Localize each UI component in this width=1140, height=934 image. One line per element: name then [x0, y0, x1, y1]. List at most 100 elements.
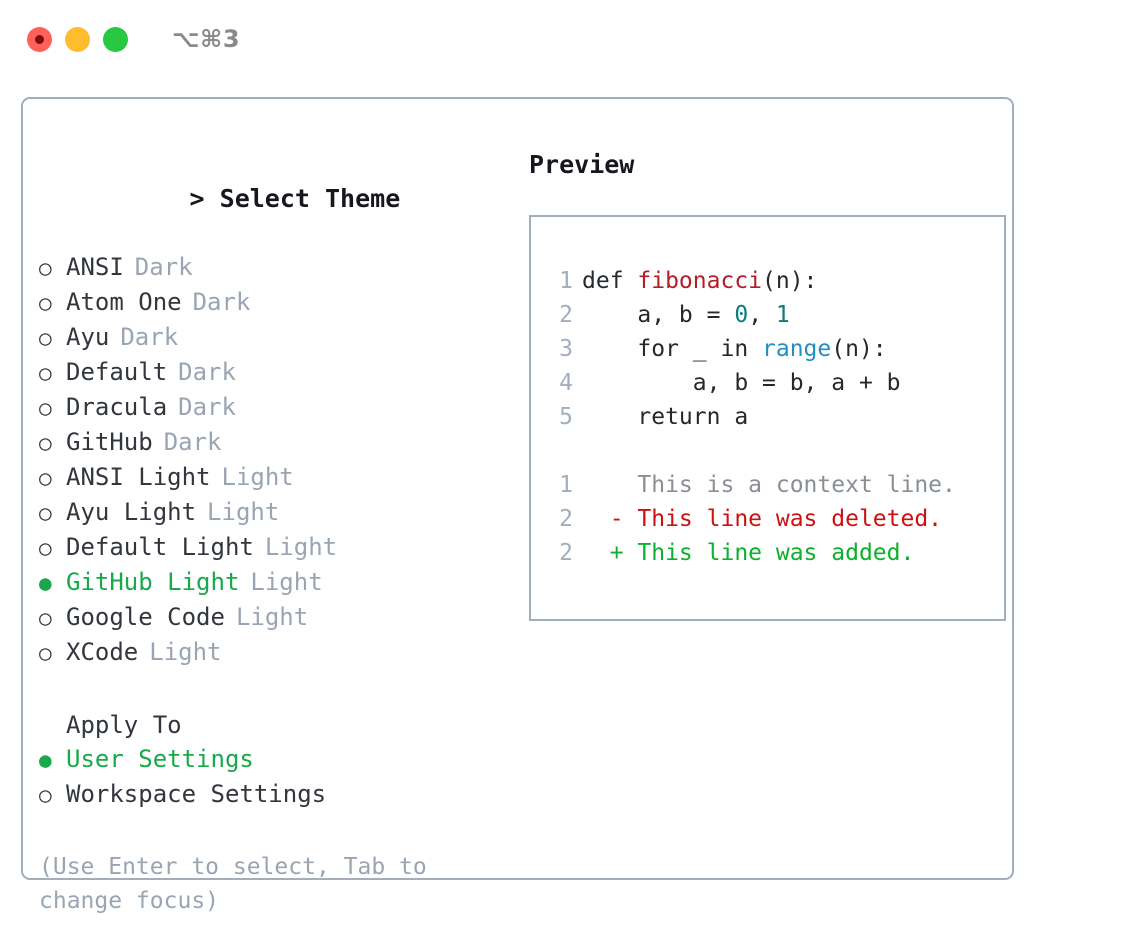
radio-unselected-icon: ○ [39, 641, 52, 665]
prompt-caret-icon: > [189, 184, 205, 213]
preview-heading: Preview [529, 150, 635, 179]
traffic-lights [27, 26, 128, 52]
radio-unselected-icon: ○ [39, 256, 52, 280]
code-token-plain: (n): [762, 268, 818, 294]
close-inner-dot [35, 34, 44, 44]
apply-to-option-user-settings[interactable]: ● User Settings [39, 742, 502, 777]
diff-line-number: 2 [559, 506, 573, 532]
theme-option-default[interactable]: ○ Default Dark [39, 355, 502, 390]
diff-line-text: This is a context line. [582, 472, 956, 498]
minimize-button[interactable] [65, 26, 90, 52]
apply-to-option-label: User Settings [66, 745, 254, 773]
close-button[interactable] [27, 26, 52, 52]
code-line: 3 for _ in range(n): [547, 332, 1004, 366]
theme-variant-tag: Dark [192, 288, 251, 316]
code-line: 4 a, b = b, a + b [547, 366, 1004, 400]
theme-option-label: Google Code [66, 603, 225, 631]
theme-variant-tag: Dark [178, 393, 236, 421]
theme-option-ayu[interactable]: ○ Ayu Dark [39, 320, 502, 355]
code-line: 1 def fibonacci(n): [547, 264, 1004, 298]
theme-option-dracula[interactable]: ○ Dracula Dark [39, 390, 502, 425]
theme-option-label: GitHub Light [66, 568, 240, 596]
code-token-plain: def [582, 268, 638, 294]
theme-option-label: Atom One [66, 288, 182, 316]
theme-variant-tag: Dark [163, 428, 222, 456]
apply-to-heading: Apply To [66, 711, 182, 739]
code-line: 2 a, b = 0, 1 [547, 298, 1004, 332]
code-token-plain: for _ in [582, 336, 763, 362]
theme-variant-tag: Light [207, 498, 280, 526]
diff-line-text: - This line was deleted. [582, 506, 943, 532]
diff-line-number: 1 [559, 472, 573, 498]
maximize-button[interactable] [103, 26, 128, 52]
theme-option-label: XCode [66, 638, 139, 666]
theme-option-github-light[interactable]: ● GitHub Light Light [39, 565, 502, 600]
diff-line-ctx: 1 This is a context line. [547, 468, 1004, 502]
radio-unselected-icon: ○ [39, 431, 52, 455]
code-token-plain: , [748, 302, 776, 328]
code-line-number: 2 [559, 302, 573, 328]
code-token-plain: (n): [831, 336, 887, 362]
code-line-number: 1 [559, 268, 573, 294]
theme-variant-tag: Light [235, 603, 309, 631]
theme-option-label: Dracula [66, 393, 168, 421]
radio-unselected-icon: ○ [39, 783, 52, 807]
diff-line-del: 2 - This line was deleted. [547, 502, 1004, 536]
theme-variant-tag: Dark [178, 358, 236, 386]
radio-unselected-icon: ○ [39, 326, 52, 350]
theme-option-xcode[interactable]: ○ XCode Light [39, 635, 502, 670]
apply-to-list[interactable]: ● User Settings ○ Workspace Settings [39, 742, 502, 812]
radio-selected-icon: ● [39, 748, 52, 772]
theme-option-ansi[interactable]: ○ ANSI Dark [39, 250, 502, 285]
theme-option-label: Default Light [66, 533, 254, 561]
apply-to-option-label: Workspace Settings [66, 780, 327, 808]
radio-unselected-icon: ○ [39, 361, 52, 385]
radio-unselected-icon: ○ [39, 501, 52, 525]
theme-option-label: Default [66, 358, 168, 386]
theme-option-atom-one[interactable]: ○ Atom One Dark [39, 285, 502, 320]
diff-line-text: + This line was added. [582, 540, 915, 566]
diff-line-add: 2 + This line was added. [547, 536, 1004, 570]
code-token-num: 0 [734, 302, 749, 328]
theme-variant-tag: Light [250, 568, 323, 596]
code-line-number: 5 [559, 404, 573, 430]
radio-unselected-icon: ○ [39, 291, 52, 315]
diff-line-number: 2 [559, 540, 573, 566]
keyboard-hint-text: (Use Enter to select, Tab to change focu… [39, 854, 427, 914]
title-bar: ⌥⌘3 [0, 0, 1140, 78]
theme-option-label: Ayu Light [66, 498, 197, 526]
code-line-number: 3 [559, 336, 573, 362]
theme-option-label: ANSI [66, 253, 124, 281]
theme-variant-tag: Light [264, 533, 338, 561]
code-line: 5 return a [547, 400, 1004, 434]
theme-variant-tag: Dark [120, 323, 179, 351]
code-diff-spacer [547, 434, 1004, 468]
theme-variant-tag: Light [149, 638, 222, 666]
theme-option-ayu-light[interactable]: ○ Ayu Light Light [39, 495, 502, 530]
theme-option-label: Ayu [66, 323, 110, 351]
code-token-num: 1 [775, 302, 790, 328]
diff-sample: 1 This is a context line.2 - This line w… [547, 468, 1004, 570]
keyboard-shortcut-label: ⌥⌘3 [172, 25, 241, 53]
select-theme-title: Select Theme [219, 184, 401, 213]
code-token-fn: fibonacci [637, 268, 763, 294]
code-token-plain: a, b = b, a + b [582, 370, 901, 396]
radio-selected-icon: ● [39, 571, 52, 595]
radio-unselected-icon: ○ [39, 466, 52, 490]
code-token-call: range [762, 336, 832, 362]
apply-to-option-workspace-settings[interactable]: ○ Workspace Settings [39, 777, 502, 812]
code-token-plain: return a [582, 404, 749, 430]
theme-variant-tag: Dark [134, 253, 193, 281]
code-line-number: 4 [559, 370, 573, 396]
radio-unselected-icon: ○ [39, 396, 52, 420]
